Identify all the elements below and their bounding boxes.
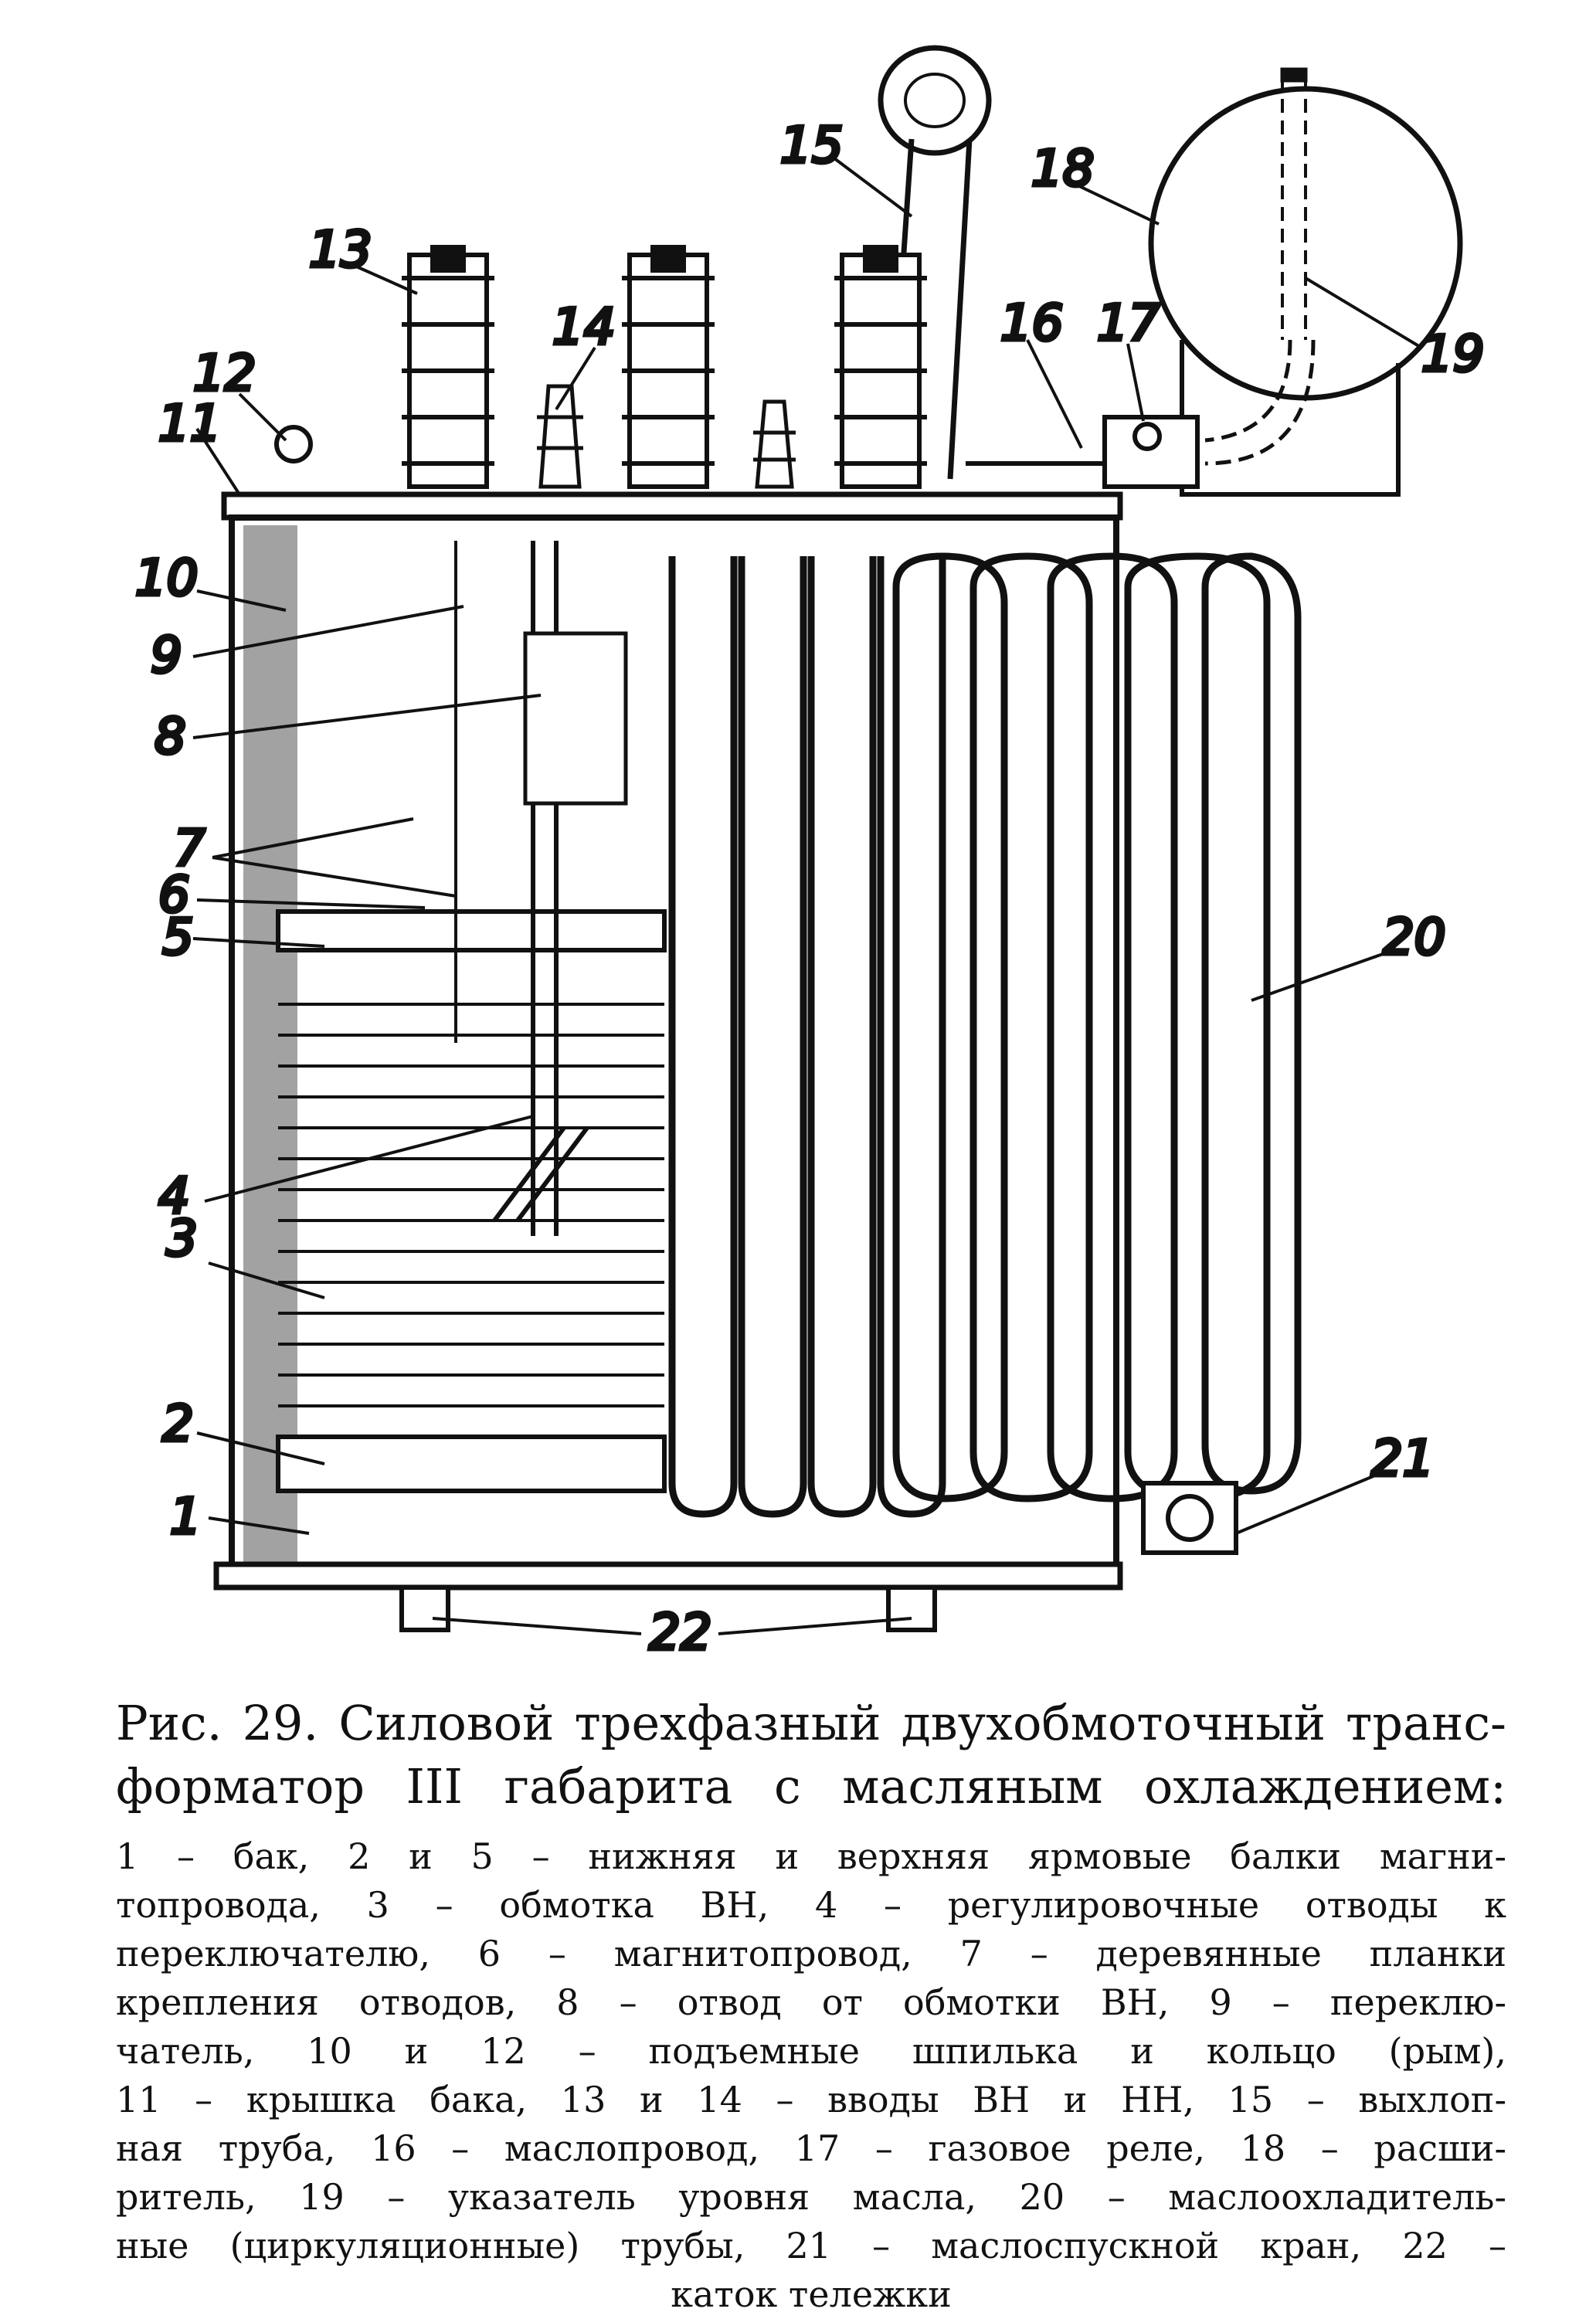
callout-6: 6 (158, 867, 190, 924)
callout-15: 15 (780, 117, 843, 175)
caption-legend-line: крепления отводов, 8 – отвод от обмотки … (116, 1981, 1506, 2023)
cooling-pipes-drawing (668, 552, 1302, 1518)
transformer-illustration: 1 2 3 4 5 6 7 8 9 10 11 12 13 14 15 16 1… (134, 45, 1486, 1664)
caption-title-line: Рис. 29. Силовой трехфазный двухобмоточн… (116, 1695, 1506, 1751)
gas-relay-drawing (966, 415, 1200, 489)
drain-valve-drawing (1141, 1481, 1238, 1555)
leader-lines (192, 157, 1423, 1635)
caption-legend-line: ная труба, 16 – маслопровод, 17 – газово… (116, 2127, 1506, 2169)
callout-7: 7 (174, 820, 205, 878)
lifting-ring-drawing (274, 425, 313, 463)
callout-3: 3 (166, 1210, 198, 1268)
callout-14: 14 (552, 299, 615, 356)
callout-17: 17 (1097, 295, 1160, 352)
callout-9: 9 (151, 627, 182, 684)
hv-bushings-drawing (402, 245, 927, 489)
caption-legend-line: переключателю, 6 – магнитопровод, 7 – де… (116, 1933, 1506, 1974)
callout-13: 13 (309, 222, 372, 279)
callout-19: 19 (1421, 326, 1484, 383)
callout-12: 12 (193, 345, 256, 402)
caption-legend-line: ритель, 19 – указатель уровня масла, 20 … (116, 2176, 1506, 2218)
callout-8: 8 (155, 708, 186, 766)
caption-legend-line: ные (циркуляционные) трубы, 21 – маслосп… (116, 2225, 1506, 2266)
caption-legend-line: чатель, 10 и 12 – подъемные шпилька и ко… (116, 2030, 1506, 2072)
callout-16: 16 (1000, 295, 1063, 352)
caption-title: Рис. 29. Силовой трехфазный двухобмоточн… (116, 1692, 1506, 1818)
callout-2: 2 (162, 1396, 194, 1453)
callout-21: 21 (1371, 1431, 1434, 1488)
caption-title-line: форматор III габарита с масляным охлажде… (116, 1758, 1506, 1815)
callout-18: 18 (1031, 141, 1094, 198)
caption-legend-line: каток тележки (671, 2273, 952, 2315)
wheels-drawing (399, 1585, 937, 1632)
tank-drawing (213, 491, 1123, 1591)
caption-legend-line: 1 – бак, 2 и 5 – нижняя и верхняя ярмовы… (116, 1835, 1506, 1877)
caption-legend: 1 – бак, 2 и 5 – нижняя и верхняя ярмовы… (116, 1832, 1506, 2319)
figure-caption: Рис. 29. Силовой трехфазный двухобмоточн… (116, 1692, 1506, 2319)
caption-legend-line: топровода, 3 – обмотка ВН, 4 – регулиров… (116, 1884, 1506, 1926)
callout-1: 1 (170, 1489, 202, 1546)
callout-20: 20 (1383, 909, 1445, 966)
callout-4: 4 (158, 1168, 190, 1225)
callout-22: 22 (649, 1604, 711, 1662)
core-windings-drawing (276, 541, 667, 1493)
callout-11: 11 (158, 396, 221, 453)
callout-5: 5 (162, 909, 194, 966)
caption-legend-line: 11 – крышка бака, 13 и 14 – вводы ВН и Н… (116, 2079, 1506, 2120)
conservator-drawing (1148, 67, 1463, 497)
callout-10: 10 (135, 550, 198, 607)
